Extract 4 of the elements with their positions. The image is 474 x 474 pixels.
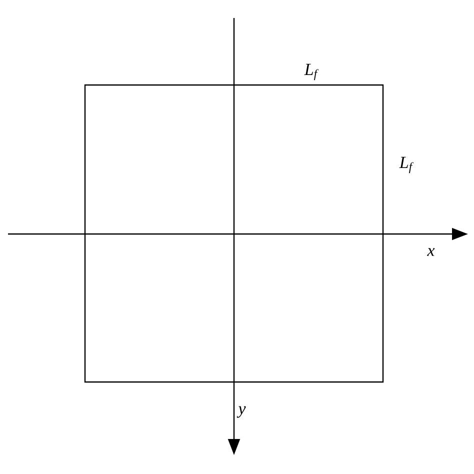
axis-label: L$_{f}$: [304, 64, 318, 80]
axis-label: y: [236, 406, 246, 418]
axis-label: L$_{f}$: [399, 156, 414, 174]
axis-label: x: [427, 248, 435, 256]
